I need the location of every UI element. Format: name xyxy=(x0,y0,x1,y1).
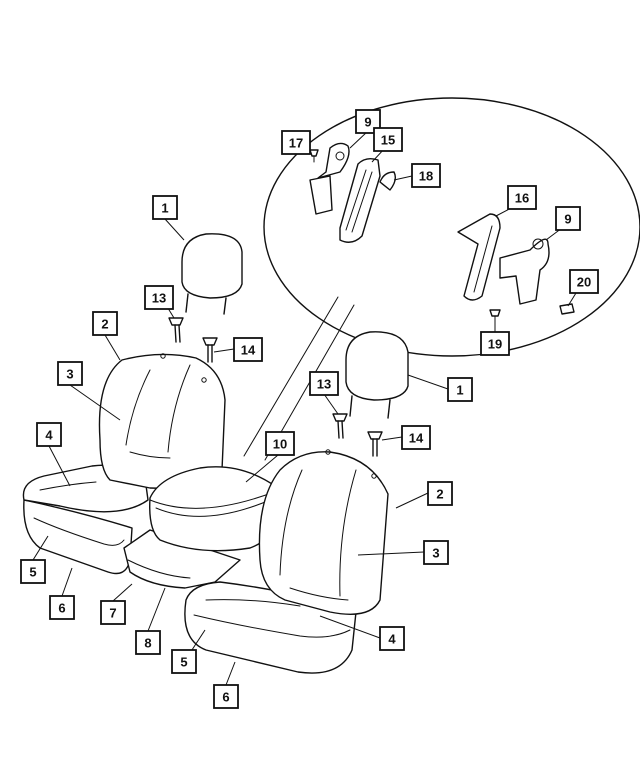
callout-c6b: 6 xyxy=(213,684,239,709)
svg-text:14: 14 xyxy=(241,343,256,358)
callout-c13a: 13 xyxy=(144,285,174,310)
callout-c15: 15 xyxy=(373,127,403,152)
callout-c19: 19 xyxy=(480,331,510,356)
callout-c5b: 5 xyxy=(171,649,197,674)
svg-text:13: 13 xyxy=(152,291,166,306)
svg-text:6: 6 xyxy=(222,690,229,705)
svg-text:3: 3 xyxy=(432,546,439,561)
callout-c14a: 14 xyxy=(233,337,263,362)
svg-text:8: 8 xyxy=(144,636,151,651)
callout-c17: 17 xyxy=(281,130,311,155)
right-headrest xyxy=(345,331,409,419)
svg-text:9: 9 xyxy=(364,115,371,130)
callout-c13b: 13 xyxy=(309,371,339,396)
detail-parts xyxy=(309,142,575,327)
svg-text:17: 17 xyxy=(289,136,303,151)
svg-text:7: 7 xyxy=(109,606,116,621)
svg-text:14: 14 xyxy=(409,431,424,446)
svg-text:9: 9 xyxy=(564,212,571,227)
svg-text:20: 20 xyxy=(577,275,591,290)
svg-text:3: 3 xyxy=(66,367,73,382)
svg-text:18: 18 xyxy=(419,169,433,184)
svg-text:13: 13 xyxy=(317,377,331,392)
left-headrest-guides xyxy=(168,317,218,363)
callout-c2a: 2 xyxy=(92,311,118,336)
callout-c10: 10 xyxy=(265,431,295,456)
callout-c14b: 14 xyxy=(401,425,431,450)
callout-c2b: 2 xyxy=(427,481,453,506)
center-riser xyxy=(123,529,241,589)
callout-c5a: 5 xyxy=(20,559,46,584)
left-seat xyxy=(22,353,226,575)
right-headrest-guides xyxy=(332,413,383,457)
svg-text:2: 2 xyxy=(436,487,443,502)
svg-text:5: 5 xyxy=(29,565,36,580)
svg-text:1: 1 xyxy=(456,383,463,398)
callout-c1a: 1 xyxy=(152,195,178,220)
callout-c16: 16 xyxy=(507,185,537,210)
callout-c1b: 1 xyxy=(447,377,473,402)
svg-text:19: 19 xyxy=(488,337,502,352)
svg-text:1: 1 xyxy=(161,201,168,216)
callout-c6a: 6 xyxy=(49,595,75,620)
callout-c4a: 4 xyxy=(36,422,62,447)
callout-c18: 18 xyxy=(411,163,441,188)
svg-text:5: 5 xyxy=(180,655,187,670)
callout-c9b: 9 xyxy=(555,206,581,231)
left-headrest xyxy=(181,233,243,315)
callout-c20: 20 xyxy=(569,269,599,294)
svg-text:4: 4 xyxy=(45,428,53,443)
svg-text:6: 6 xyxy=(58,601,65,616)
svg-text:2: 2 xyxy=(101,317,108,332)
svg-text:4: 4 xyxy=(388,632,396,647)
callout-c8: 8 xyxy=(135,630,161,655)
svg-text:16: 16 xyxy=(515,191,529,206)
center-armrest xyxy=(149,466,276,552)
callout-c3b: 3 xyxy=(423,540,449,565)
svg-text:15: 15 xyxy=(381,133,395,148)
svg-text:10: 10 xyxy=(273,437,287,452)
right-seat xyxy=(184,449,389,674)
callout-c4b: 4 xyxy=(379,626,405,651)
callout-c3a: 3 xyxy=(57,361,83,386)
callout-c7: 7 xyxy=(100,600,126,625)
